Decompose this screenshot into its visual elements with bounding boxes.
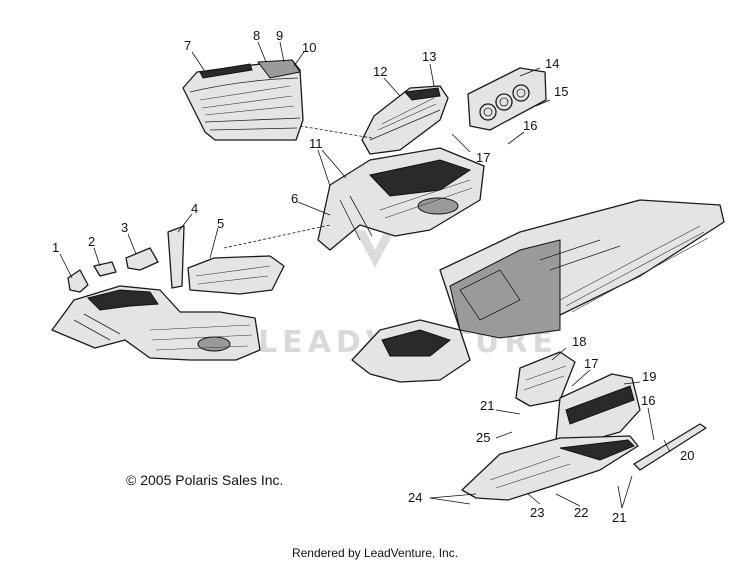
callout-10: 10: [302, 40, 316, 55]
callout-14: 14: [545, 56, 559, 71]
part-3-decal: [125, 247, 159, 271]
part-20-trim: [633, 423, 707, 471]
callout-20: 20: [680, 448, 694, 463]
callout-16-lower: 16: [641, 393, 655, 408]
callout-labels: 1 2 3 4 5 6 7 8 9 10 11 12 13 14 15 16 1…: [52, 28, 694, 525]
callout-17-upper: 17: [476, 150, 490, 165]
part-4-panel: [167, 225, 185, 289]
callout-2: 2: [88, 234, 95, 249]
callout-18: 18: [572, 334, 586, 349]
callout-11: 11: [309, 136, 323, 151]
callout-23: 23: [530, 505, 544, 520]
callout-17-lower: 17: [584, 356, 598, 371]
part-5-panel: [187, 255, 285, 295]
callout-21-lower: 21: [612, 510, 626, 525]
callout-4: 4: [191, 201, 198, 216]
callout-7: 7: [184, 38, 191, 53]
callout-13: 13: [422, 49, 436, 64]
callout-3: 3: [121, 220, 128, 235]
part-hood-upper: [361, 85, 449, 155]
callout-22: 22: [574, 505, 588, 520]
callout-25: 25: [476, 430, 490, 445]
render-credit: Rendered by LeadVenture, Inc.: [291, 546, 459, 560]
callout-24: 24: [408, 490, 422, 505]
part-console-upper: [182, 59, 304, 141]
part-2-decal: [93, 261, 117, 277]
part-hood-front: [317, 147, 485, 251]
part-hood-assembly: [51, 285, 261, 361]
copyright-notice: © 2005 Polaris Sales Inc.: [126, 472, 284, 488]
part-19-side-panel: [555, 373, 641, 447]
callout-5: 5: [217, 216, 224, 231]
callout-15: 15: [554, 84, 568, 99]
callout-6: 6: [291, 191, 298, 206]
callout-19: 19: [642, 369, 656, 384]
callout-12: 12: [373, 64, 387, 79]
callout-16-upper: 16: [523, 118, 537, 133]
part-gauge-bezel: [467, 67, 547, 131]
callout-9: 9: [276, 28, 283, 43]
part-1-decal: [67, 269, 89, 293]
leader-lines: [59, 41, 671, 509]
callout-8: 8: [253, 28, 260, 43]
part-chassis: [351, 199, 725, 383]
part-23-bellypan: [461, 435, 639, 501]
callout-1: 1: [52, 240, 59, 255]
callout-21-upper: 21: [480, 398, 494, 413]
